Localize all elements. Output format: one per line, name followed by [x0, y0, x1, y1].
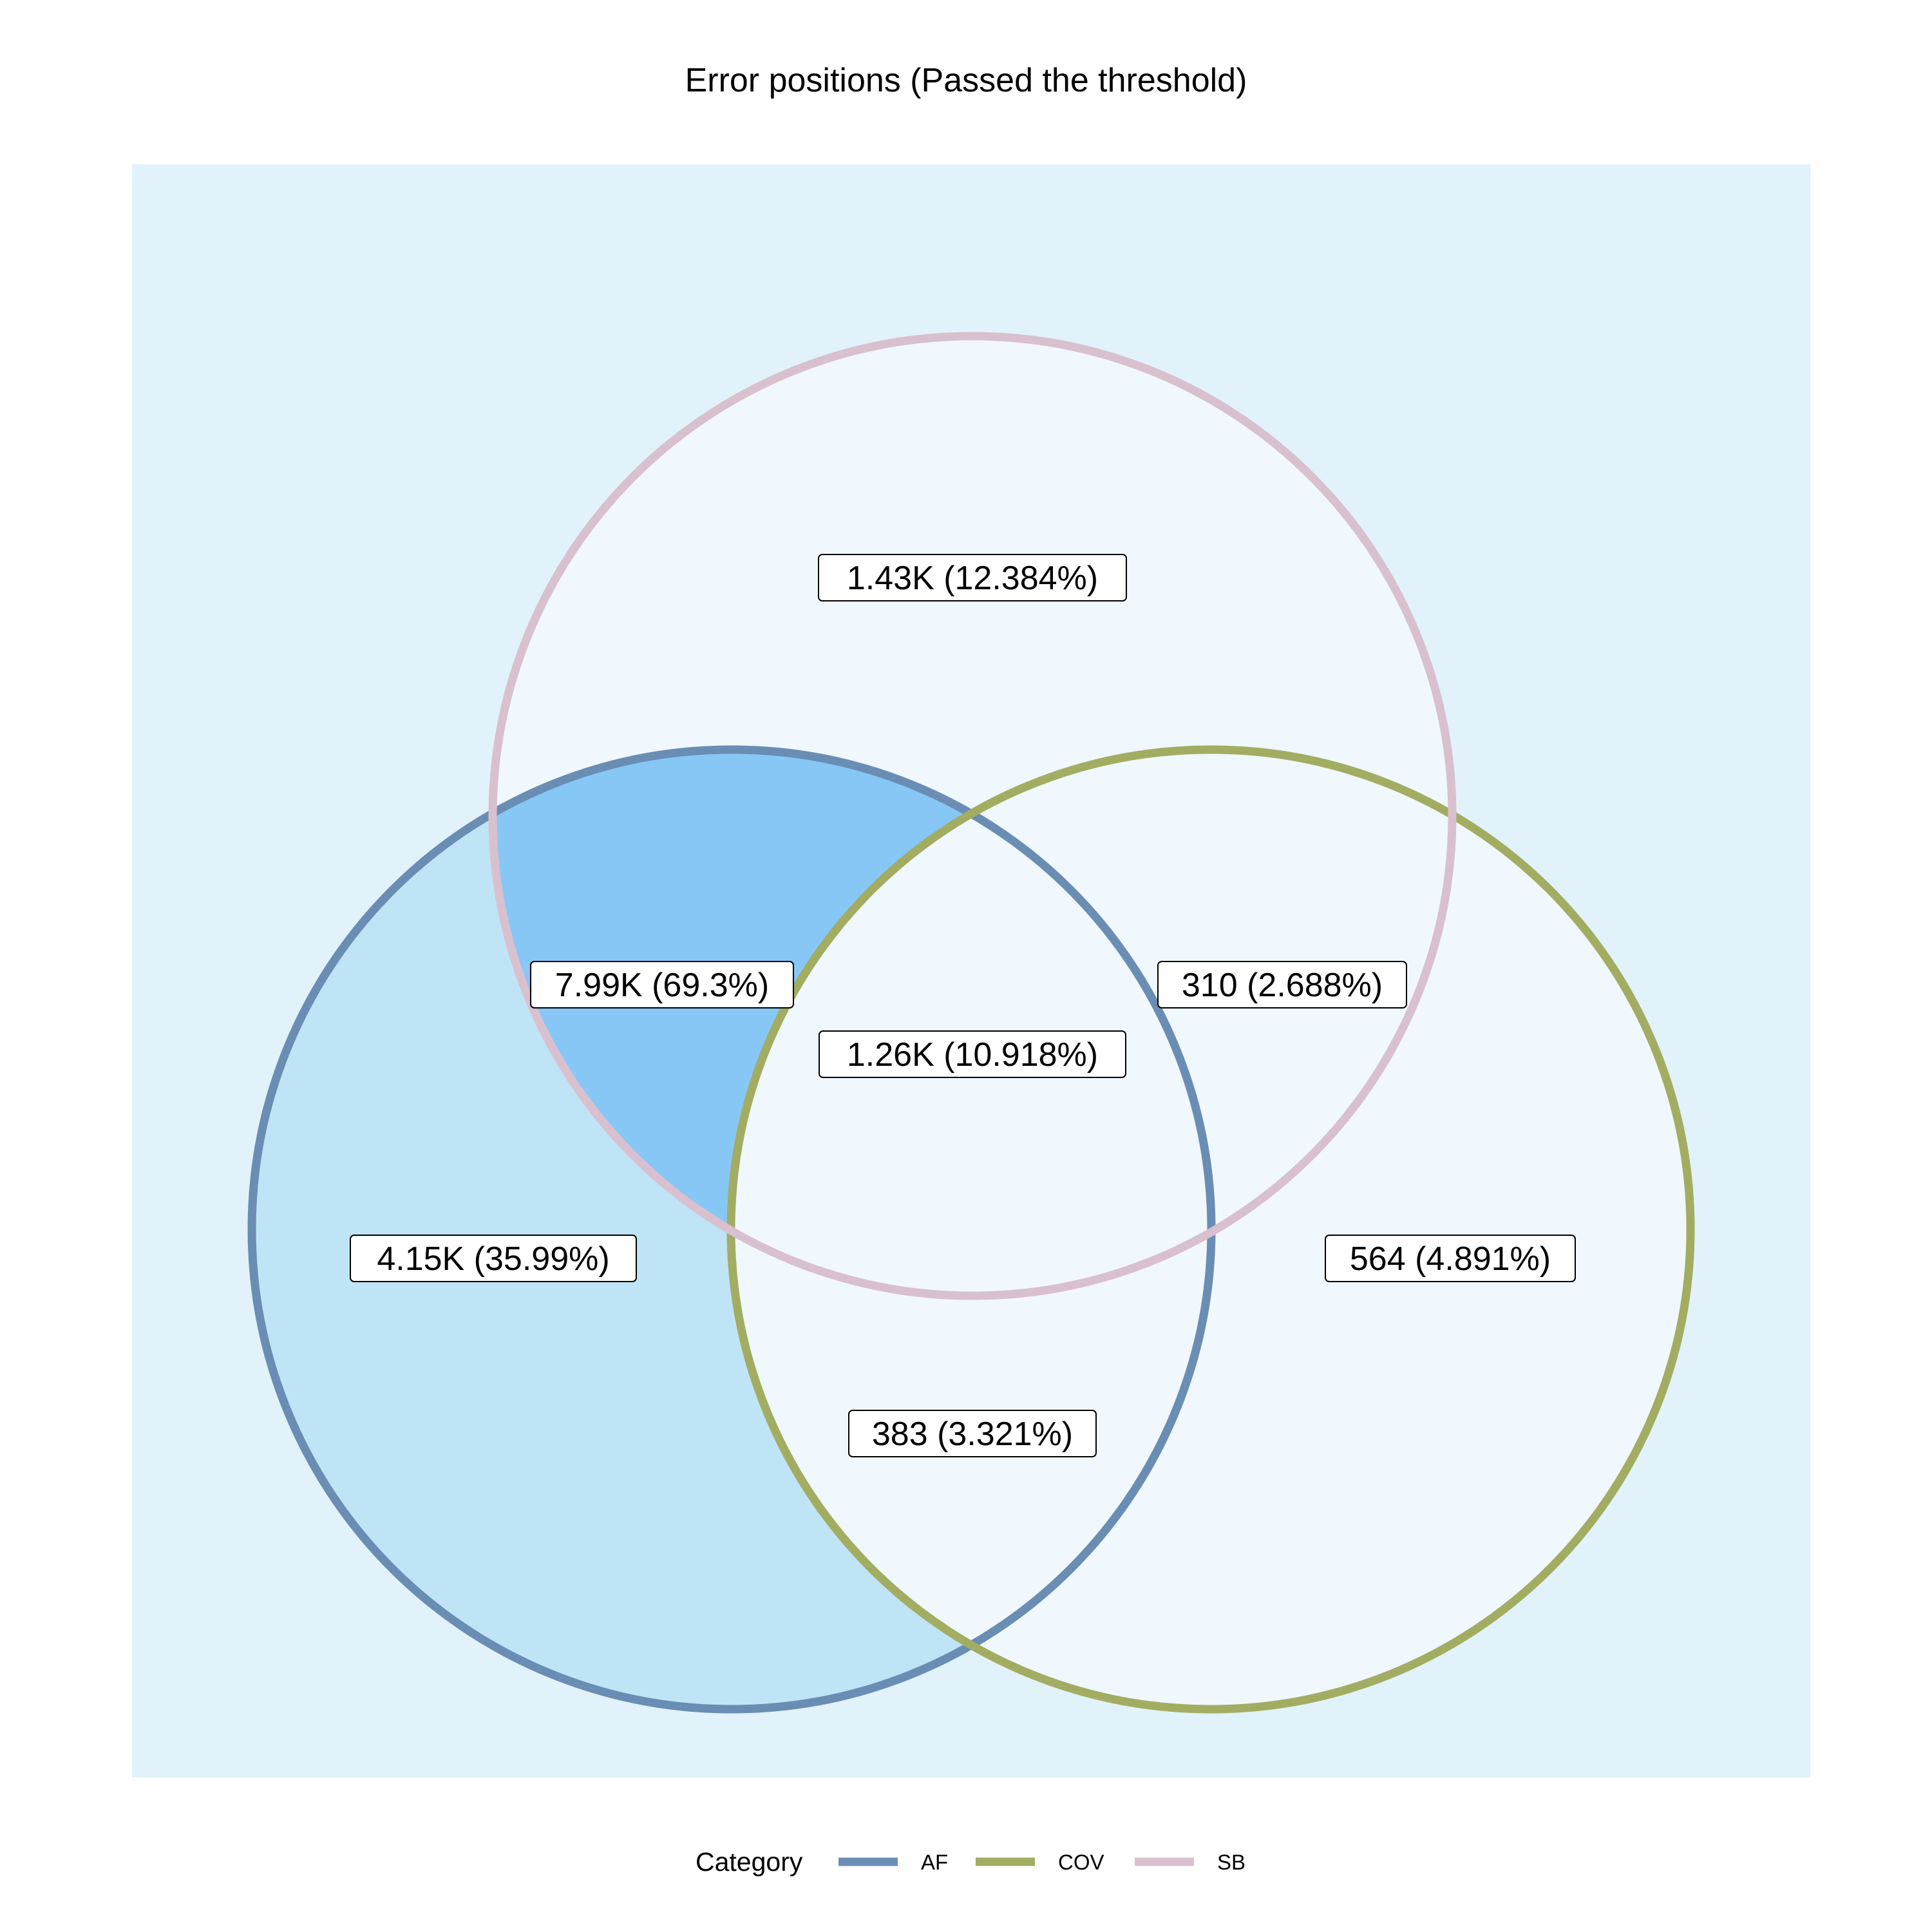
- svg-text:564 (4.891%): 564 (4.891%): [1350, 1240, 1551, 1278]
- region-label-cov-only: 564 (4.891%): [1325, 1235, 1576, 1282]
- legend-label-af: AF: [921, 1850, 948, 1874]
- sb-circle-outline: [488, 332, 1457, 1300]
- region-label-sb-only: 1.43K (12.384%): [818, 554, 1127, 601]
- svg-text:7.99K (69.3%): 7.99K (69.3%): [555, 967, 769, 1004]
- svg-text:4.15K (35.99%): 4.15K (35.99%): [377, 1240, 609, 1278]
- legend: Category AF COV SB: [696, 1847, 1245, 1877]
- chart-title: Error positions (Passed the threshold): [685, 62, 1247, 99]
- region-label-af-sb: 7.99K (69.3%): [530, 961, 794, 1009]
- region-label-cov-sb: 310 (2.688%): [1157, 961, 1407, 1009]
- svg-text:1.43K (12.384%): 1.43K (12.384%): [847, 560, 1098, 597]
- svg-text:383 (3.321%): 383 (3.321%): [872, 1416, 1073, 1453]
- region-label-af-cov-sb: 1.26K (10.918%): [819, 1030, 1126, 1078]
- region-label-af-only: 4.15K (35.99%): [350, 1235, 637, 1282]
- svg-text:310 (2.688%): 310 (2.688%): [1182, 967, 1383, 1004]
- svg-text:1.26K (10.918%): 1.26K (10.918%): [847, 1036, 1098, 1074]
- region-label-af-cov: 383 (3.321%): [848, 1410, 1097, 1457]
- legend-label-cov: COV: [1058, 1850, 1104, 1874]
- legend-label-sb: SB: [1217, 1850, 1245, 1874]
- legend-title: Category: [696, 1847, 803, 1877]
